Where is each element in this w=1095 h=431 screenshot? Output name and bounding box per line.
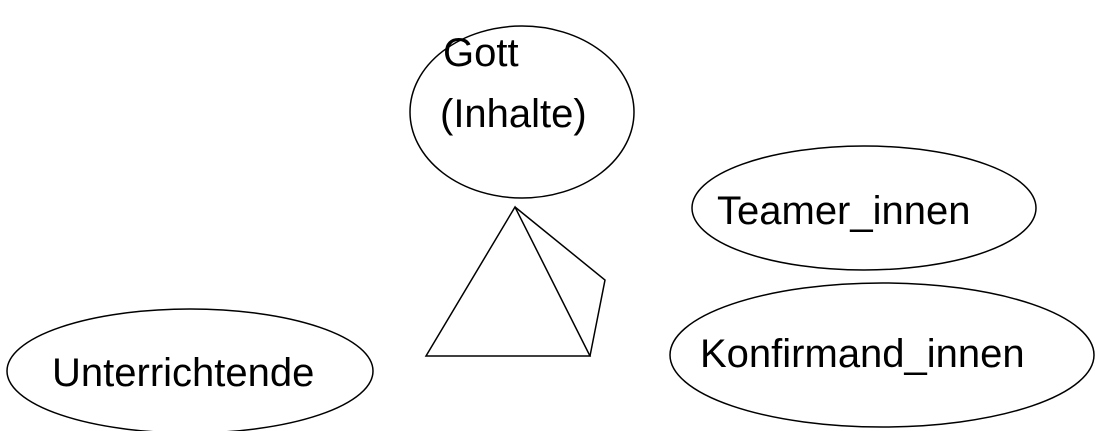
node-gott: Gott (Inhalte) xyxy=(409,25,635,199)
node-unterrichtende-label: Unterrichtende xyxy=(52,351,314,395)
node-teamer-ellipse xyxy=(691,145,1037,271)
node-konfirmand-ellipse xyxy=(669,282,1095,428)
node-gott-label-line2: (Inhalte) xyxy=(440,92,587,136)
node-konfirmand-label: Konfirmand_innen xyxy=(700,332,1025,376)
pyramid-shape xyxy=(424,205,606,357)
pyramid-side-face xyxy=(514,206,606,357)
node-gott-label-line1: Gott xyxy=(443,31,519,75)
node-unterrichtende: Unterrichtende xyxy=(6,308,374,431)
node-unterrichtende-ellipse xyxy=(6,308,374,431)
node-teamer-label: Teamer_innen xyxy=(717,189,971,233)
pyramid-front-face xyxy=(424,205,592,357)
node-teamer: Teamer_innen xyxy=(691,145,1037,271)
node-gott-ellipse xyxy=(409,25,635,199)
node-konfirmand: Konfirmand_innen xyxy=(669,282,1095,428)
